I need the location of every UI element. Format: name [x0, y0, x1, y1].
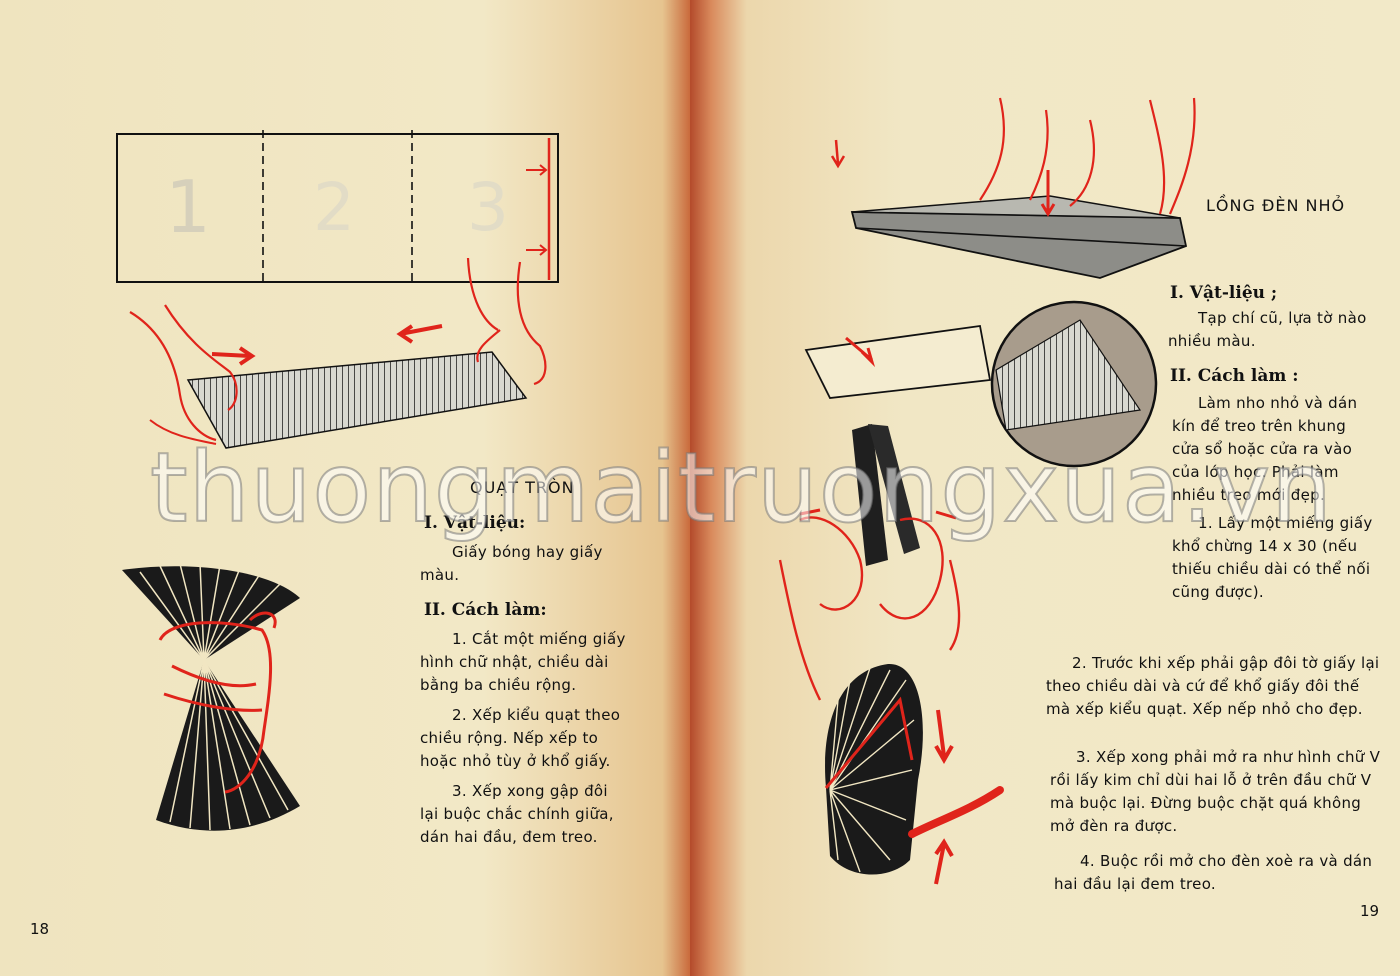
folded-strip-illustration: [830, 97, 1196, 279]
left-step-2: 2. Xếp kiểu quạt theo chiều rộng. Nếp xế…: [420, 706, 621, 770]
section-label-3: 3: [467, 169, 509, 246]
right-step-2: 2. Trước khi xếp phải gập đôi tờ giấy lạ…: [1046, 654, 1380, 718]
left-title: QUẠT TRÒN: [470, 478, 575, 497]
right-method-heading: II. Cách làm :: [1170, 366, 1299, 386]
left-page-number: 18: [30, 920, 50, 938]
pleat-detail-illustration: [804, 300, 1158, 468]
right-title: LỒNG ĐÈN NHỎ: [1206, 196, 1346, 215]
left-materials-heading: I. Vật-liệu:: [424, 513, 526, 533]
left-step-1: 1. Cắt một miếng giấy hình chữ nhật, chi…: [420, 630, 626, 694]
paper-strip-diagram: [116, 130, 559, 286]
lantern-fan-illustration: [824, 663, 1004, 885]
right-materials-heading: I. Vật-liệu ;: [1170, 283, 1278, 303]
right-step-1: 1. Lấy một miếng giấy khổ chừng 14 x 30 …: [1172, 514, 1373, 601]
right-step-3: 3. Xếp xong phải mở ra như hình chữ V rồ…: [1050, 748, 1381, 835]
pleated-strip-illustration: [129, 257, 547, 449]
left-materials-text: Giấy bóng hay giấy màu.: [420, 543, 603, 584]
section-label-1: 1: [165, 165, 211, 249]
right-step-4: 4. Buộc rồi mở cho đèn xoè ra và dán hai…: [1054, 852, 1373, 893]
folding-hands-illustration: [778, 424, 961, 701]
section-label-2: 2: [313, 169, 355, 246]
round-fan-illustration: [122, 562, 300, 831]
left-step-3: 3. Xếp xong gập đôi lại buộc chắc chính …: [420, 782, 614, 846]
left-page: [0, 0, 690, 976]
right-materials-text: Tạp chí cũ, lựa tờ nào nhiều màu.: [1168, 309, 1367, 350]
right-intro: Làm nho nhỏ và dán kín để treo trên khun…: [1172, 394, 1358, 504]
watermark: thuongmaitruongxua.vn: [149, 431, 1333, 545]
left-method-heading: II. Cách làm:: [424, 600, 547, 620]
right-page-number: 19: [1360, 902, 1380, 920]
